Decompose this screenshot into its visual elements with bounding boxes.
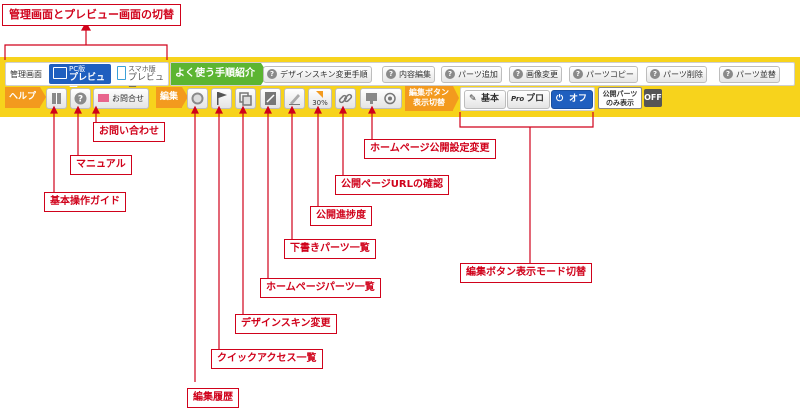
mode-pro-button[interactable]: Pro プロ (507, 90, 550, 109)
quick-item-skin[interactable]: ?デザインスキン変更手順 (263, 66, 372, 83)
callout-public-progress: 公開進捗度 (310, 206, 372, 226)
edit-history-button[interactable] (187, 88, 208, 109)
quick-item-add-parts[interactable]: ?パーツ追加 (441, 66, 502, 83)
smartphone-preview-button[interactable]: スマホ版 プレビュー (113, 64, 167, 93)
callout-manual: マニュアル (70, 155, 132, 175)
public-parts-only-label: 公開パーツ のみ表示 (598, 87, 642, 109)
callout-quick-access-list: クイックアクセス一覧 (211, 349, 323, 369)
question-icon: ? (723, 69, 733, 79)
question-icon: ? (386, 69, 396, 79)
monitor-settings-icon (366, 92, 396, 105)
document-icon (265, 92, 276, 105)
pencil-icon (289, 94, 300, 105)
preview-switch-group: 管理画面 PC版 プレビュー スマホ版 プレビュー (5, 62, 169, 93)
flag-icon (217, 92, 227, 105)
public-settings-button[interactable] (360, 88, 402, 109)
manual-button[interactable]: ? (70, 88, 91, 109)
pencil-icon: ✎ (469, 94, 477, 104)
callout-basic-guide: 基本操作ガイド (44, 192, 126, 212)
callout-edit-history: 編集履歴 (187, 388, 239, 408)
callout-homepage-public-settings: ホームページ公開設定変更 (364, 139, 496, 159)
question-icon: ? (650, 69, 660, 79)
callout-public-page-url: 公開ページURLの確認 (335, 175, 449, 195)
callout-design-skin-change: デザインスキン変更 (235, 314, 337, 334)
svg-text:?: ? (78, 95, 83, 105)
monitor-icon (53, 67, 67, 79)
public-url-button[interactable] (335, 88, 356, 109)
link-icon (338, 93, 353, 104)
public-parts-toggle[interactable]: OFF (644, 89, 662, 107)
callout-preview-switch: 管理画面とプレビュー画面の切替 (2, 4, 181, 26)
question-icon: ? (573, 69, 583, 79)
edit-button-mode-tag: 編集ボタン 表示切替 (405, 86, 459, 111)
progress-icon: 30% (312, 91, 328, 107)
inquiry-button[interactable]: お問合せ (93, 88, 149, 109)
question-icon: ? (445, 69, 455, 79)
design-skin-button[interactable] (235, 88, 256, 109)
smartphone-icon (117, 66, 126, 80)
callout-edit-button-mode: 編集ボタン表示モード切替 (460, 263, 592, 283)
help-tag: ヘルプ (5, 87, 47, 108)
question-icon: ? (267, 69, 277, 79)
envelope-icon (98, 94, 109, 102)
quick-procedures-bar: よく使う手順紹介 ?デザインスキン変更手順 ?内容編集 ?パーツ追加 ?画像変更… (170, 62, 795, 86)
layers-icon (239, 92, 252, 106)
quick-item-sort-parts[interactable]: ?パーツ並替 (719, 66, 780, 83)
quick-item-content-edit[interactable]: ?内容編集 (382, 66, 435, 83)
basic-guide-button[interactable] (46, 88, 67, 109)
admin-screen-label: 管理画面 (10, 70, 42, 79)
edit-button-mode-group: ✎ 基本 Pro プロ ⏻ オフ (460, 87, 595, 111)
mode-basic-button[interactable]: ✎ 基本 (464, 90, 506, 109)
quick-access-button[interactable] (211, 88, 232, 109)
pro-icon: Pro (511, 95, 525, 103)
clock-icon (191, 92, 204, 105)
question-circle-icon: ? (74, 92, 87, 105)
question-icon: ? (513, 69, 523, 79)
homepage-parts-button[interactable] (260, 88, 281, 109)
draft-parts-button[interactable] (284, 88, 305, 109)
callout-inquiry: お問い合わせ (93, 122, 165, 142)
callout-homepage-parts-list: ホームページパーツ一覧 (260, 278, 381, 298)
quick-item-copy-parts[interactable]: ?パーツコピー (569, 66, 638, 83)
book-icon (52, 93, 61, 104)
quick-item-delete-parts[interactable]: ?パーツ削除 (646, 66, 707, 83)
quick-item-image-change[interactable]: ?画像変更 (509, 66, 562, 83)
edit-tag: 編集 (156, 87, 189, 108)
power-icon: ⏻ (556, 94, 564, 104)
mode-off-button[interactable]: ⏻ オフ (551, 90, 593, 109)
svg-text:30%: 30% (312, 99, 328, 107)
public-progress-button[interactable]: 30% (308, 88, 332, 109)
callout-draft-parts-list: 下書きパーツ一覧 (284, 239, 376, 259)
